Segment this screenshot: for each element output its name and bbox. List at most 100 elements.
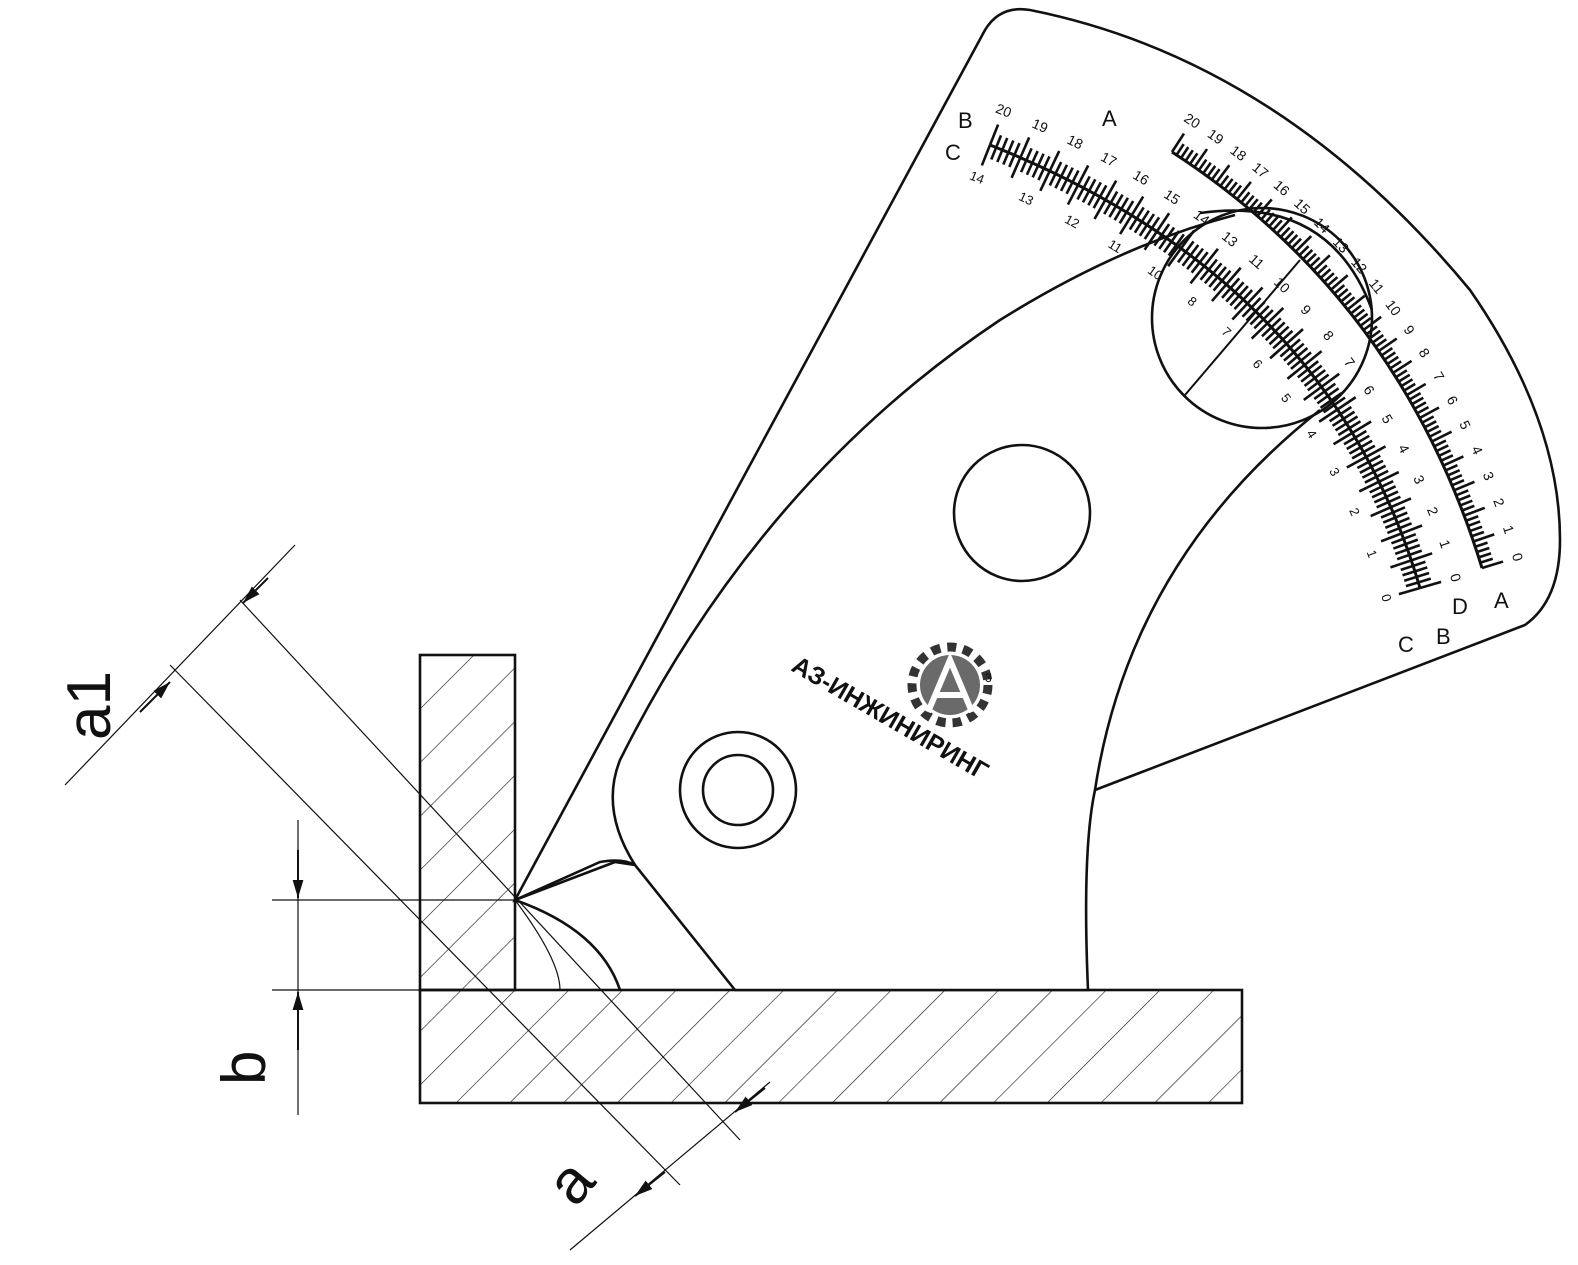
inner-scale-tick xyxy=(1331,417,1345,427)
inner-scale-tick xyxy=(1403,575,1418,582)
outer-scale-tick xyxy=(1244,194,1255,207)
inner-scale-tick xyxy=(1314,369,1326,380)
outer-scale-tick xyxy=(1268,215,1279,228)
inner-scale-tick xyxy=(1270,317,1282,329)
inner-scale-tick xyxy=(1042,155,1051,169)
outer-scale-tick xyxy=(1471,530,1485,538)
inner-scale-tick xyxy=(1373,495,1387,504)
inner-scale-tick xyxy=(1281,329,1294,341)
inner-scale-tick xyxy=(1369,485,1383,494)
inner-scale-tick xyxy=(1296,347,1309,358)
inner-scale-tick xyxy=(1253,318,1265,330)
inner-scale-tick xyxy=(1371,490,1385,499)
inner-scale-tick xyxy=(1037,167,1046,181)
outer-scale-tick xyxy=(1179,146,1190,159)
inner-scale-tick xyxy=(1264,330,1277,342)
vertical-plate xyxy=(418,653,517,992)
inner-scale-tick xyxy=(1076,164,1090,186)
inner-scale-tick xyxy=(1054,175,1063,189)
horizontal-plate xyxy=(418,988,1244,1105)
scale-ticks xyxy=(980,124,1504,596)
inner-scale-tick xyxy=(1019,159,1028,173)
inner-scale-tick xyxy=(1272,338,1284,350)
inner-scale-tick xyxy=(1317,373,1330,384)
inner-scale-tick xyxy=(1407,543,1421,551)
inner-scale-tick xyxy=(1194,247,1205,260)
inner-scale-tick xyxy=(1356,460,1370,470)
inner-scale-tick xyxy=(1403,532,1417,540)
outer-scale-tick xyxy=(1408,391,1422,401)
outer-scale-tick xyxy=(1302,249,1314,260)
inner-scale-tick xyxy=(1300,372,1313,383)
outer-scale-tick xyxy=(1336,288,1349,299)
inner-scale-tick xyxy=(1241,306,1253,318)
inner-scale-tick xyxy=(1376,500,1390,509)
outer-scale-tick xyxy=(1346,294,1366,311)
outer-scale-tick xyxy=(1210,168,1221,181)
inner-scale-tick xyxy=(1233,298,1245,311)
inner-scale-tick xyxy=(1019,136,1031,159)
inner-scale-tick xyxy=(1039,170,1051,192)
inner-scale-tick xyxy=(1082,175,1091,189)
inner-scale-tick xyxy=(1081,190,1091,203)
inner-scale-tick xyxy=(1348,420,1362,430)
outer-scale-tick xyxy=(1433,439,1447,448)
inner-scale-tick xyxy=(1092,196,1102,209)
ring-hole-inner xyxy=(701,753,775,827)
inner-scale-tick xyxy=(1208,276,1219,288)
inner-scale-tick xyxy=(1279,346,1292,358)
outer-scale-tick xyxy=(1264,212,1275,224)
inner-scale-tick xyxy=(1048,150,1061,172)
inner-scale-tick xyxy=(1405,581,1419,588)
inner-scale-tick xyxy=(1348,446,1362,455)
ring-hole-outer xyxy=(678,730,798,850)
inner-scale-tick xyxy=(1346,455,1367,469)
inner-scale-tick xyxy=(1320,372,1340,388)
inner-scale-tick xyxy=(1416,571,1430,579)
inner-scale-tick xyxy=(1246,286,1264,305)
inner-scale-tick xyxy=(1286,355,1299,366)
outer-scale-tick xyxy=(1223,178,1234,191)
inner-scale-tick xyxy=(1336,396,1357,411)
inner-scale-tick xyxy=(1375,469,1389,478)
inner-scale-tick xyxy=(1031,150,1039,164)
outer-scale-tick xyxy=(1359,316,1372,327)
outer-scale-tick xyxy=(1272,219,1283,231)
inner-scale-tick xyxy=(1250,297,1262,309)
inner-scale-tick xyxy=(1060,164,1069,178)
inner-scale-tick xyxy=(1165,226,1176,239)
inner-scale-tick xyxy=(1399,522,1413,530)
inner-scale-tick xyxy=(1368,454,1381,463)
outer-scale-tick xyxy=(1231,184,1243,197)
inner-scale-tick xyxy=(1254,301,1266,313)
inner-scale-tick xyxy=(1242,289,1254,301)
outer-scale-tick xyxy=(1197,158,1208,171)
inner-scale-tick xyxy=(1327,387,1340,397)
outer-scale-tick xyxy=(1469,525,1483,533)
outer-scale-tick xyxy=(1442,455,1464,467)
outer-scale-tick xyxy=(1294,235,1313,253)
outer-scale-tick xyxy=(1312,254,1331,272)
inner-scale-tick xyxy=(1417,577,1432,584)
inner-scale-tick xyxy=(1392,506,1406,514)
inner-scale-tick xyxy=(1345,415,1359,425)
inner-scale-bottom-label: 11 xyxy=(1106,236,1125,256)
inner-scale-tick xyxy=(1394,548,1408,556)
inner-scale-tick xyxy=(1286,363,1306,380)
inner-scale-tick xyxy=(1334,422,1348,432)
outer-scale-tick xyxy=(1397,373,1411,383)
outer-scale-tick xyxy=(1248,198,1259,211)
inner-scale-tick xyxy=(1114,194,1124,207)
outer-scale-tick xyxy=(1465,515,1479,522)
inner-scale-tick xyxy=(1108,205,1118,218)
outer-scale-tick xyxy=(1389,360,1402,370)
inner-scale-tick xyxy=(1380,511,1394,519)
outer-scale-tick xyxy=(1279,226,1291,238)
outer-scale-tick xyxy=(1215,164,1231,184)
outer-scale-tick xyxy=(1383,351,1397,361)
inner-scale-tick xyxy=(1120,197,1130,210)
inner-scale-tick xyxy=(1365,445,1387,459)
inner-scale-tick xyxy=(1103,202,1112,215)
inner-scale-top-label: 20 xyxy=(994,100,1015,121)
inner-scale-tick xyxy=(1199,268,1210,281)
